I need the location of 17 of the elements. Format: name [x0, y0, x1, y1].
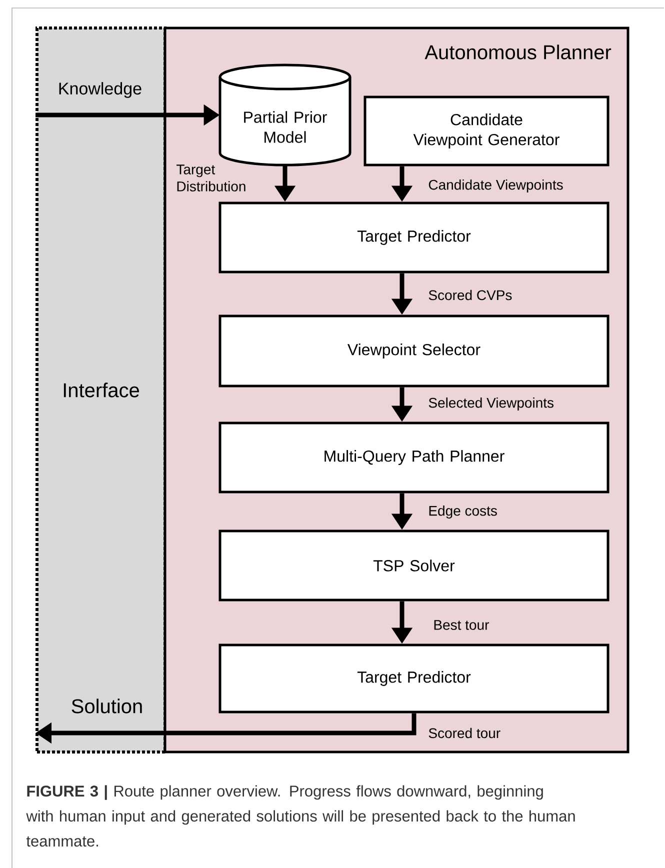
- edge-label: Scored tour: [428, 728, 500, 738]
- database-cylinder: Partial Prior Model: [218, 64, 352, 166]
- arrow-label: Solution: [72, 698, 142, 714]
- edge-label: Target Distribution: [176, 164, 246, 192]
- process-box: Target Predictor: [218, 644, 610, 714]
- figure-caption: FIGURE 3 | Route planner overview. Progress flows downward, beginning with human input and generated solutions will be presented back to the human teammate.: [26, 785, 575, 847]
- edge-label: Knowledge: [59, 82, 142, 98]
- process-box: Candidate Viewpoint Generator: [364, 96, 610, 166]
- edge-label: Scored CVPs: [428, 290, 512, 300]
- edge-label: Selected Viewpoints: [428, 397, 554, 411]
- process-box: TSP Solver: [218, 530, 610, 602]
- edge-label: Best tour: [434, 620, 489, 630]
- edge-label: Candidate Viewpoints: [428, 179, 563, 193]
- edge-label: Edge costs: [429, 505, 497, 519]
- process-box: Multi-Query Path Planner: [218, 422, 610, 494]
- process-box: Target Predictor: [218, 202, 610, 274]
- process-box: Viewpoint Selector: [218, 314, 610, 388]
